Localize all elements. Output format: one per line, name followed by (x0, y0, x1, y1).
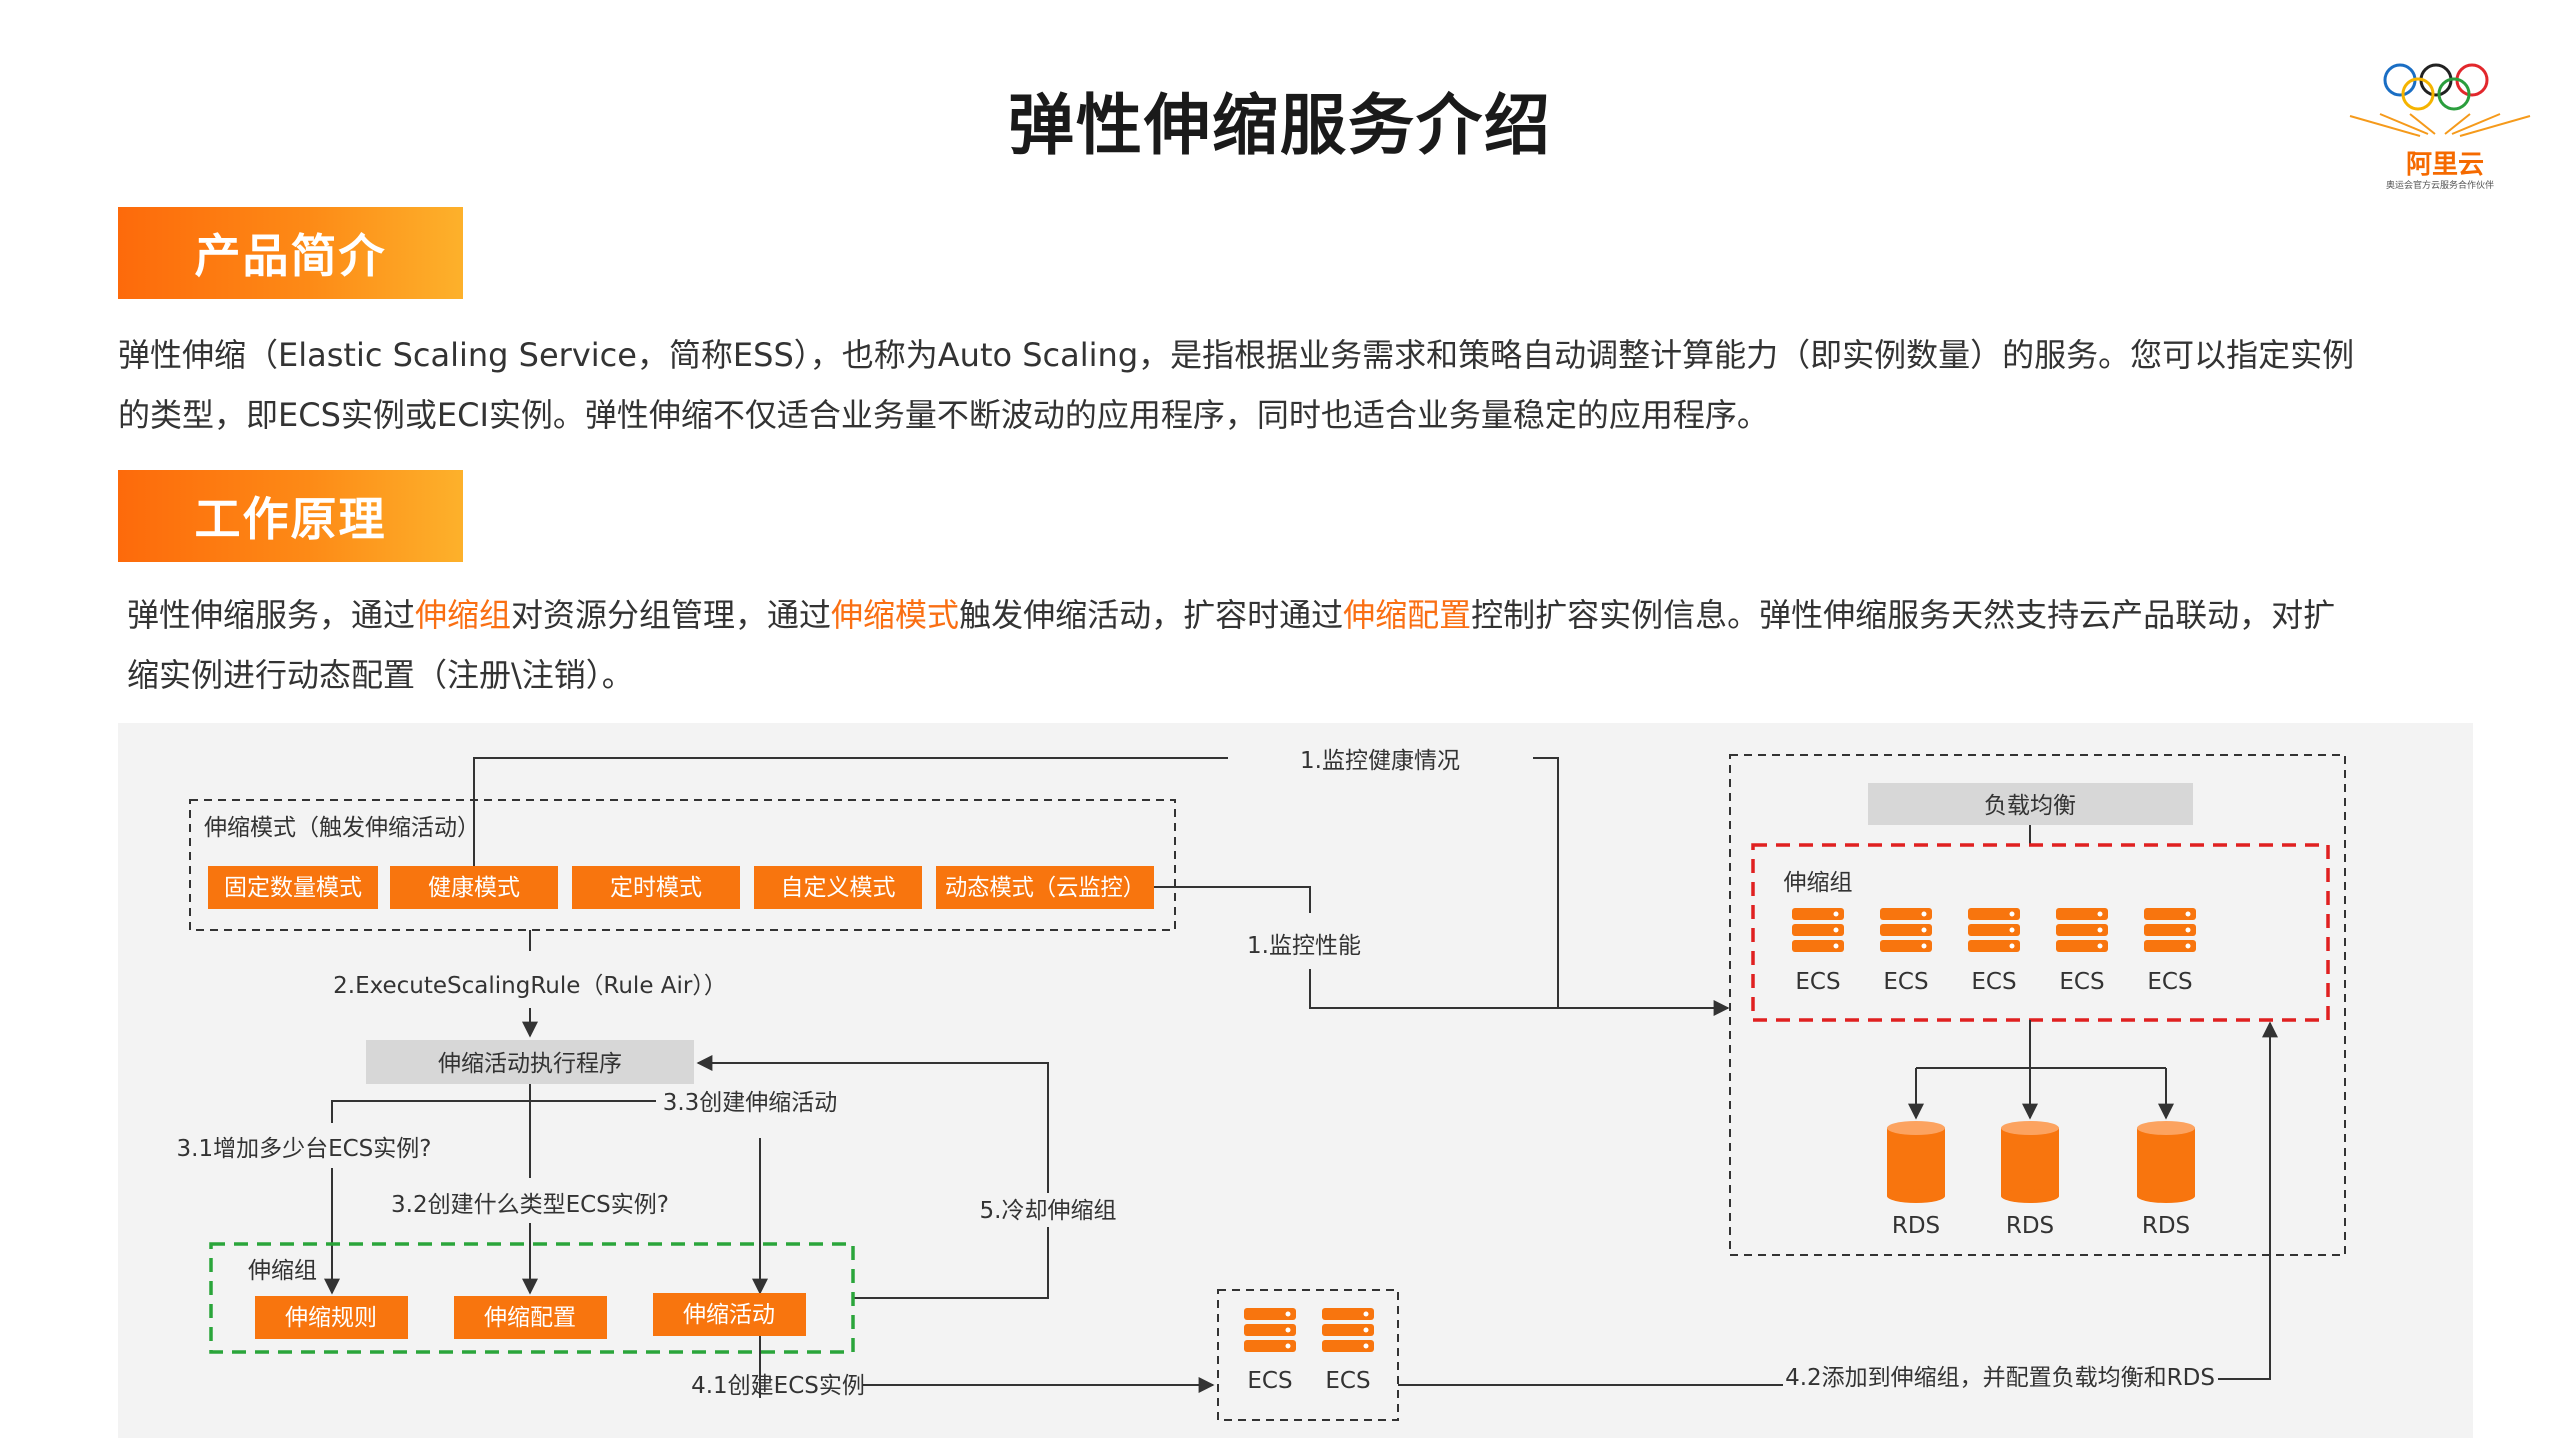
principle-text-1: 弹性伸缩服务，通过 (127, 596, 416, 634)
principle-text-4: 控制扩容实例信息。弹性伸缩服务天然支持云产品联动，对扩 (1471, 596, 2336, 634)
working-principle-diagram: 伸缩模式（触发伸缩活动） 固定数量模式 健康模式 定时模式 自定义模式 动态模式… (118, 723, 2473, 1438)
step-3-3-label: 3.3创建伸缩活动 (663, 1090, 838, 1116)
rds-1-label: RDS (1892, 1213, 1940, 1239)
load-balancer-label: 负载均衡 (1984, 793, 2076, 819)
scaling-rule-button (255, 1296, 408, 1339)
step-5-label: 5.冷却伸缩组 (980, 1198, 1117, 1224)
scaling-activity-label: 伸缩活动 (683, 1302, 775, 1328)
step-1-health-label: 1.监控健康情况 (1300, 748, 1460, 774)
highlight-scaling-config: 伸缩配置 (1343, 596, 1472, 634)
scaling-group-box (209, 1242, 855, 1354)
principle-paragraph-line-2: 缩实例进行动态配置（注册\注销）。 (127, 656, 634, 694)
mode-scheduled-button (572, 866, 740, 909)
principle-paragraph-line-1: 弹性伸缩服务，通过伸缩组对资源分组管理，通过伸缩模式触发伸缩活动，扩容时通过伸缩… (127, 585, 2335, 645)
rds-3-label: RDS (2142, 1213, 2190, 1239)
diagram-canvas: 伸缩模式（触发伸缩活动） 固定数量模式 健康模式 定时模式 自定义模式 动态模式… (177, 741, 2346, 1421)
cloud-resources-box (1729, 754, 2346, 1256)
cloud-ecs-5-icon (2144, 908, 2196, 952)
cloud-scaling-group-label: 伸缩组 (1784, 870, 1853, 896)
mode-fixed-button (208, 866, 378, 909)
health-monitor-line (473, 757, 1559, 1008)
rds-2-icon (2001, 1121, 2059, 1203)
mode-custom-button (754, 866, 922, 909)
new-ecs-2-label: ECS (1325, 1368, 1370, 1394)
perf-monitor-line-b (1309, 969, 1730, 1016)
logo-subtext: 奥运会官方云服务合作伙伴 (2385, 181, 2494, 191)
cloud-ecs-4-label: ECS (2059, 969, 2104, 995)
cloud-ecs-5-label: ECS (2147, 969, 2192, 995)
section-heading-principle: 工作原理 (118, 470, 463, 562)
scaling-executor-box (366, 1040, 694, 1084)
intro-paragraph-line-1: 弹性伸缩（Elastic Scaling Service，简称ESS），也称为A… (118, 336, 2355, 374)
rds-2-label: RDS (2006, 1213, 2054, 1239)
olympic-rings-icon (2349, 63, 2531, 137)
section-heading-intro: 产品简介 (118, 207, 463, 299)
principle-text-3: 触发伸缩活动，扩容时通过 (959, 596, 1344, 634)
new-ecs-2-icon (1322, 1308, 1374, 1352)
scaling-config-label: 伸缩配置 (484, 1305, 576, 1331)
step-3-2-label: 3.2创建什么类型ECS实例? (391, 1192, 669, 1218)
mode-health-button (390, 866, 558, 909)
intro-paragraph-line-2: 的类型，即ECS实例或ECI实例。弹性伸缩不仅适合业务量不断波动的应用程序，同时… (118, 396, 1769, 434)
highlight-scaling-mode: 伸缩模式 (831, 596, 960, 634)
scaling-activity-button (653, 1293, 806, 1336)
cloud-ecs-2-icon (1880, 908, 1932, 952)
cloud-ecs-3-label: ECS (1971, 969, 2016, 995)
mode-scheduled-label: 定时模式 (610, 875, 702, 901)
step-4-2-label: 4.2添加到伸缩组，并配置负载均衡和RDS (1785, 1365, 2215, 1391)
cloud-ecs-1-label: ECS (1795, 969, 1840, 995)
mode-custom-label: 自定义模式 (781, 875, 896, 901)
scaling-config-button (454, 1296, 607, 1339)
cloud-ecs-1-icon (1792, 908, 1844, 952)
rds-1-icon (1887, 1121, 1945, 1203)
cloud-ecs-group: ECS ECS ECS ECS ECS (1792, 908, 2196, 995)
mode-fixed-label: 固定数量模式 (224, 875, 362, 901)
cloud-ecs-2-label: ECS (1883, 969, 1928, 995)
scaling-mode-label: 伸缩模式（触发伸缩活动） (204, 815, 480, 841)
step-4-2-line-b (2218, 1021, 2278, 1380)
page-title: 弹性伸缩服务介绍 (1008, 87, 1552, 164)
step-3-1-line-a (331, 1084, 531, 1123)
cloud-ecs-3-icon (1968, 908, 2020, 952)
principle-text-2: 对资源分组管理，通过 (511, 596, 832, 634)
new-ecs-box (1217, 1289, 1399, 1421)
new-ecs-1-icon (1244, 1308, 1296, 1352)
mode-dynamic-label: 动态模式（云监控） (945, 875, 1145, 901)
scaling-mode-box (189, 799, 1176, 931)
rds-group: RDS RDS RDS (1887, 1121, 2195, 1239)
rds-3-icon (2137, 1121, 2195, 1203)
new-ecs-1-label: ECS (1247, 1368, 1292, 1394)
step-3-1-label: 3.1增加多少台ECS实例? (177, 1136, 432, 1162)
scaling-rule-label: 伸缩规则 (285, 1305, 377, 1331)
scaling-group-label: 伸缩组 (248, 1258, 317, 1284)
logo-text: 阿里云 (2405, 150, 2484, 180)
mode-dynamic-button (936, 866, 1154, 909)
mode-health-label: 健康模式 (428, 875, 520, 901)
scaling-executor-label: 伸缩活动执行程序 (438, 1051, 622, 1077)
step-1-perf-label: 1.监控性能 (1247, 933, 1361, 959)
cloud-scaling-group-box (1751, 843, 2330, 1022)
cloud-ecs-4-icon (2056, 908, 2108, 952)
step-2-label: 2.ExecuteScalingRule（Rule Air）） (333, 973, 727, 999)
cooldown-line (696, 1055, 1049, 1299)
load-balancer-box (1868, 783, 2193, 825)
perf-monitor-line-a (1154, 886, 1311, 913)
aliyun-logo: 阿里云 奥运会官方云服务合作伙伴 (2340, 48, 2540, 198)
step-4-1-label: 4.1创建ECS实例 (691, 1373, 865, 1399)
highlight-scaling-group: 伸缩组 (415, 596, 512, 634)
